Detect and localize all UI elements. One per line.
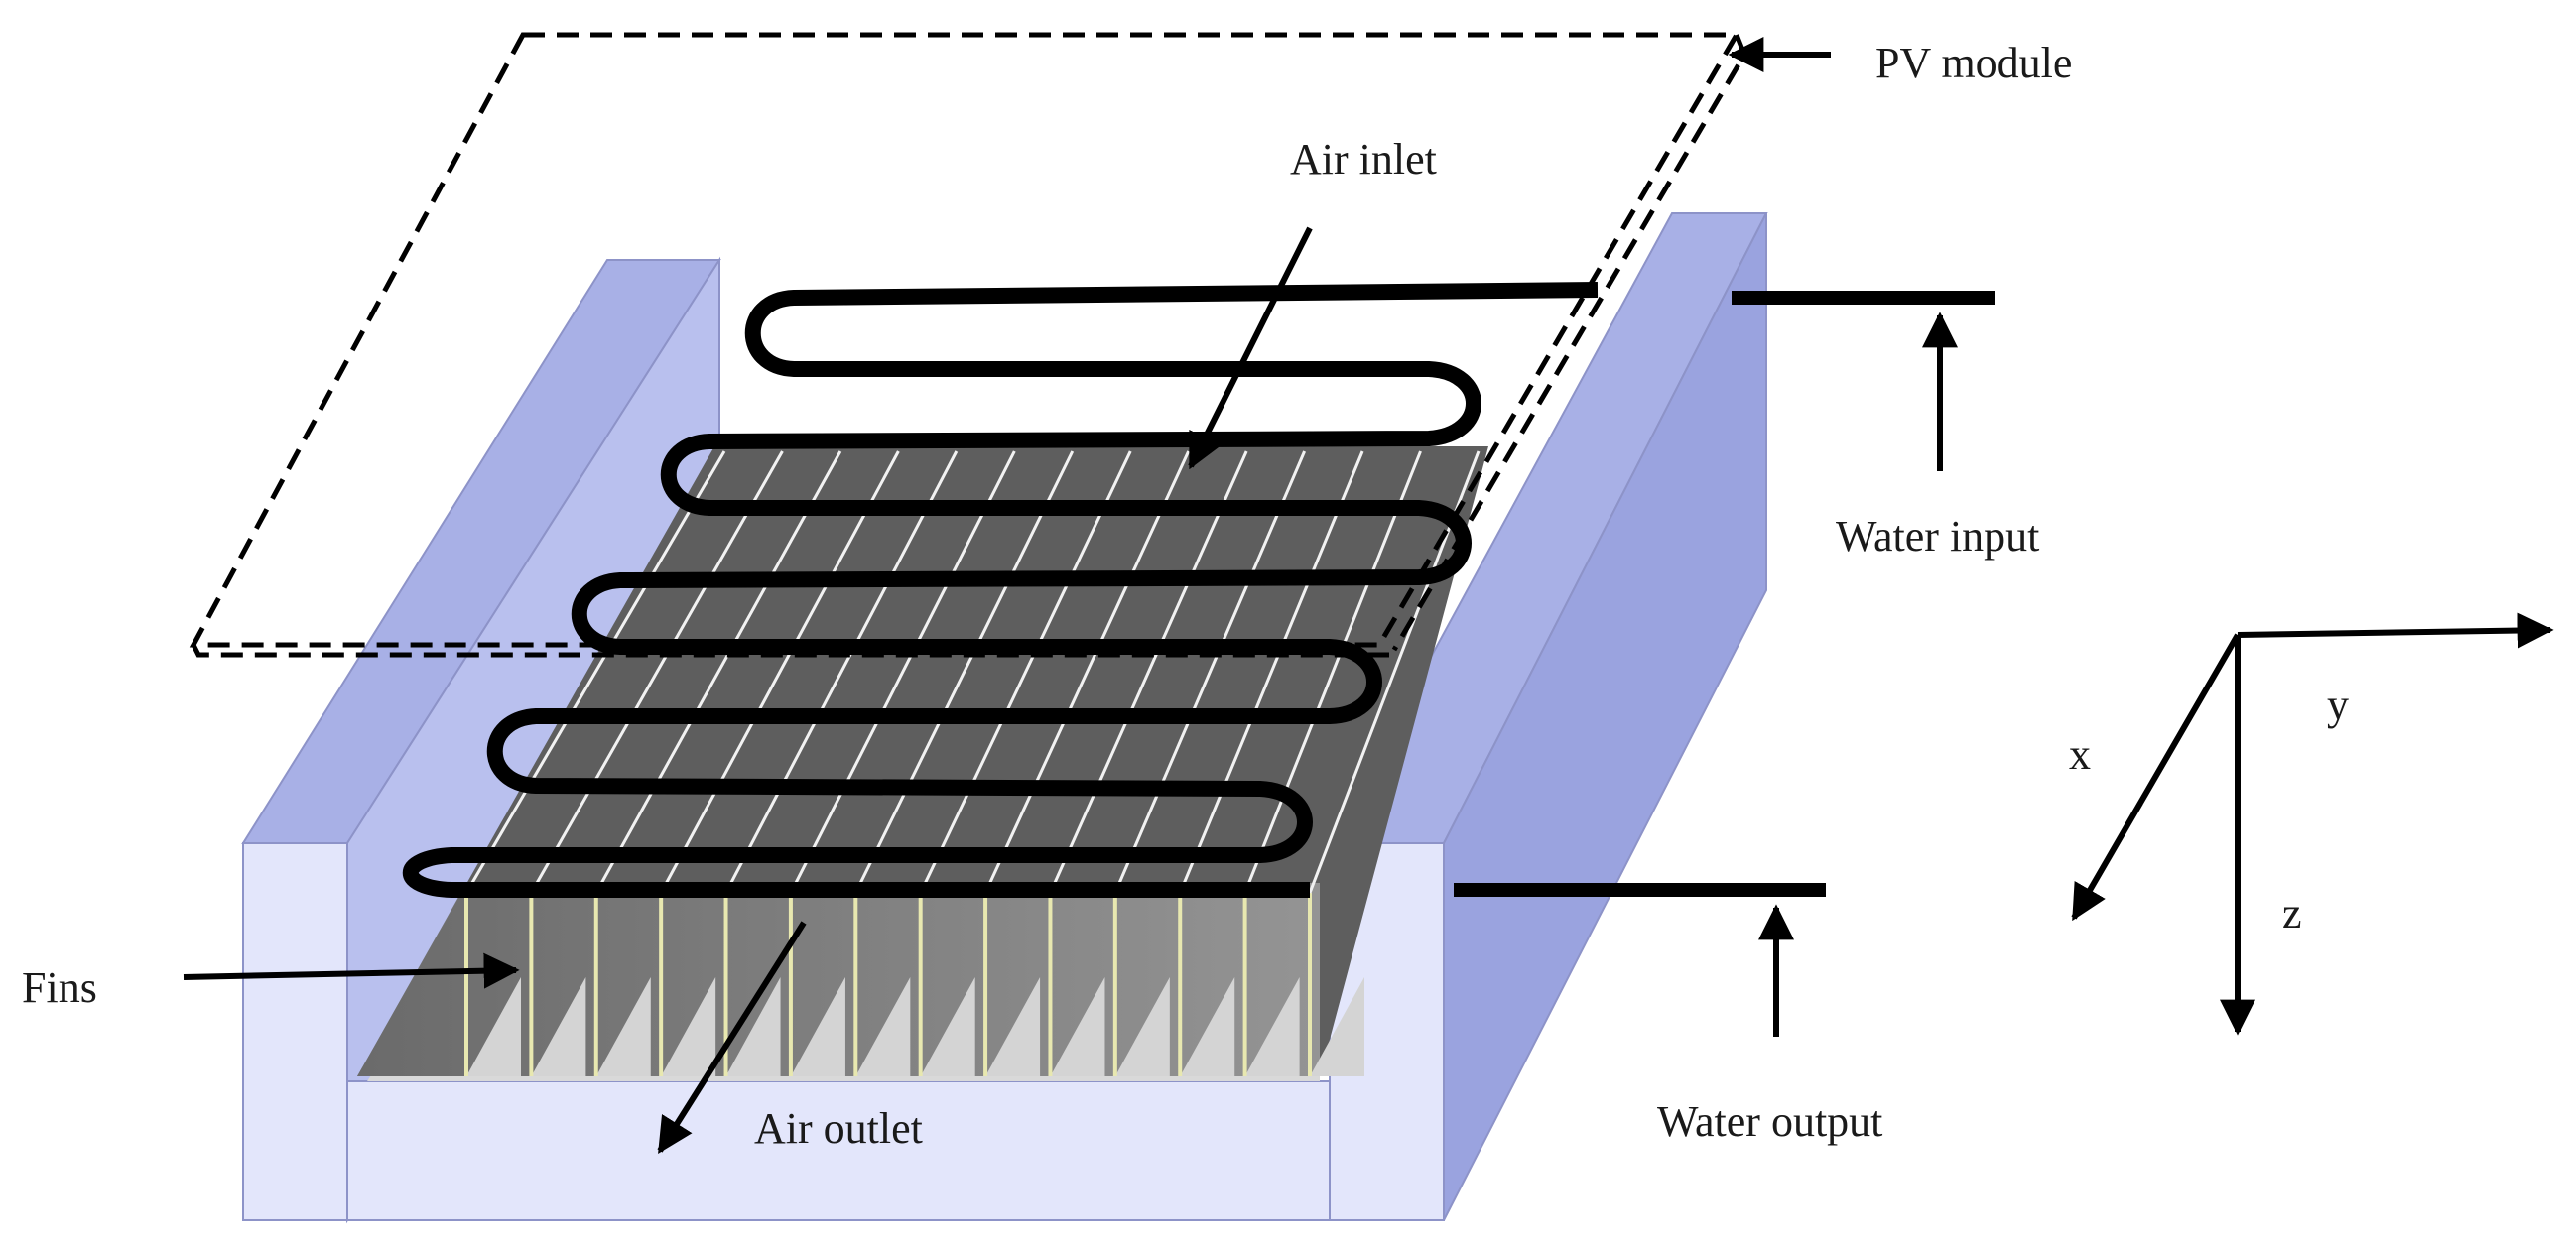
fin-top-line <box>1113 450 1306 894</box>
fin-top-line <box>853 450 1075 894</box>
axis-y-label: y <box>2327 681 2349 729</box>
air-outlet-label: Air outlet <box>754 1104 923 1153</box>
air-outlet-arrow <box>657 921 807 1155</box>
fin-highlight <box>595 977 651 1076</box>
right-side-wall <box>1328 212 1768 1221</box>
x-axis-arrow <box>2071 633 2241 922</box>
fin-highlight <box>985 977 1041 1076</box>
fin-top-line <box>724 450 959 894</box>
fin-top-line <box>789 450 1016 894</box>
fin-top-line <box>659 450 900 894</box>
serpentine-water-pipe <box>403 282 1599 898</box>
fin-top-line <box>1243 450 1422 894</box>
fin-array <box>357 446 1488 1076</box>
fin-top-line <box>1178 450 1364 894</box>
air-inlet-label: Air inlet <box>1290 135 1437 184</box>
axis-z-label: z <box>2282 889 2302 937</box>
coordinate-axes <box>2071 612 2554 1036</box>
fin-highlight <box>855 977 911 1076</box>
fin-highlight <box>1050 977 1105 1076</box>
fin-top-line <box>983 450 1191 894</box>
fin-highlight <box>1310 977 1364 1076</box>
y-axis-arrow <box>2237 612 2554 649</box>
fins-label: Fins <box>22 963 97 1012</box>
fin-top-line <box>594 450 842 894</box>
fin-highlight <box>1114 977 1170 1076</box>
fin-highlight <box>661 977 716 1076</box>
axis-x-label: x <box>2069 730 2091 779</box>
fin-highlight <box>790 977 845 1076</box>
fin-top-line <box>1049 450 1248 894</box>
fin-highlight <box>1244 977 1300 1076</box>
fin-highlight <box>1180 977 1235 1076</box>
pv-module-label: PV module <box>1875 39 2072 87</box>
air-inlet-arrow <box>1188 226 1313 470</box>
water-input-label: Water input <box>1836 512 2039 561</box>
fin-top-line <box>464 450 726 894</box>
fin-highlight <box>466 977 521 1076</box>
fin-highlight <box>920 977 975 1076</box>
fins-arrow <box>183 952 520 989</box>
fin-highlight <box>531 977 586 1076</box>
fin-highlight <box>725 977 781 1076</box>
fin-top-line <box>919 450 1132 894</box>
water-output-label: Water output <box>1657 1097 1882 1146</box>
fin-top-line <box>530 450 784 894</box>
